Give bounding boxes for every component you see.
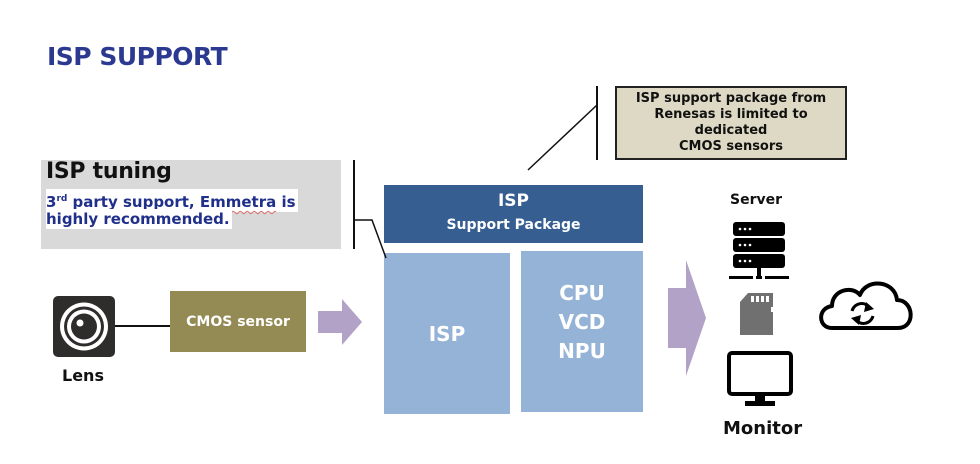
note-line: ISP support package from [635,91,827,106]
server-icon [729,222,789,279]
ordinal-number: 3 [46,193,57,211]
description-text: party support, [67,193,200,211]
vendor-name: Emmetra [199,193,277,211]
support-package-subtitle: Support Package [446,217,581,233]
cmos-sensor-block: CMOS sensor [170,291,306,352]
arrow-right-icon [668,260,706,376]
page-title: ISP SUPPORT [47,42,228,71]
isp-tuning-heading: ISP tuning [46,159,172,184]
cloud-sync-icon [819,281,913,330]
isp-tuning-description-line2: highly recommended. [46,209,232,229]
lens-label: Lens [62,366,104,385]
note-connector-line [527,104,598,171]
cpu-label: CPU [559,281,605,305]
npu-label: NPU [558,339,606,363]
support-package-title: ISP [497,191,530,211]
sd-card-icon [740,293,773,335]
camera-lens-icon [53,296,115,357]
note-line: Renesas is limited to dedicated [654,107,808,138]
server-label: Server [730,192,783,208]
isp-block: ISP [384,253,510,414]
note-line: CMOS sensors [678,139,784,154]
isp-tuning-description-line1: 3rd party support, Emmetra is [46,189,298,212]
arrow-right-icon [318,299,362,345]
monitor-label: Monitor [723,418,803,439]
cpu-vcd-npu-block: CPU VCD NPU [521,251,643,412]
isp-support-package-block: ISP Support Package [384,185,643,243]
renesas-note-callout: ISP support package from Renesas is limi… [615,86,847,160]
monitor-icon [727,351,793,406]
description-text: is [276,193,296,211]
tuning-connector-line [354,219,387,259]
vcd-label: VCD [558,310,606,334]
ordinal-suffix: rd [56,194,68,204]
